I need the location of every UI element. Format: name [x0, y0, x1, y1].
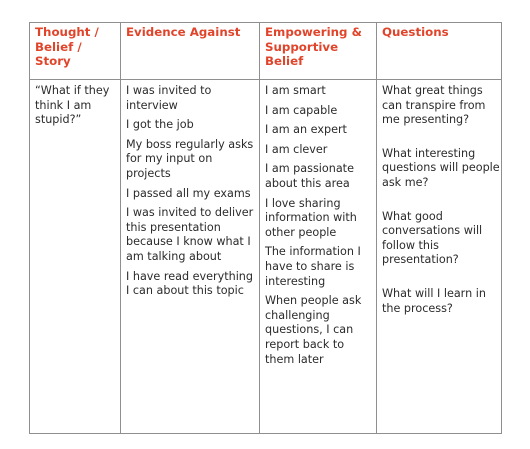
content-row: “What if they think I am stupid?” I was …	[29, 79, 502, 434]
evidence-item: I got the job	[126, 118, 194, 132]
beliefs-item: I am clever	[265, 142, 328, 156]
beliefs-item: I am capable	[265, 103, 338, 117]
evidence-item: I was invited to deliver this presentati…	[126, 206, 254, 263]
header-evidence-against: Evidence Against	[120, 22, 260, 80]
evidence-item: I passed all my exams	[126, 186, 251, 200]
beliefs-item: When people ask challenging questions, I…	[265, 294, 362, 366]
thought-cell: “What if they think I am stupid?”	[29, 79, 121, 434]
questions-item: What interesting questions will people a…	[382, 146, 500, 189]
questions-item: What good conversations will follow this…	[382, 209, 483, 267]
questions-cell: What great things can transpire from me …	[376, 79, 502, 434]
header-row: Thought / Belief / Story Evidence Agains…	[29, 22, 502, 80]
belief-worksheet-table: Thought / Belief / Story Evidence Agains…	[29, 22, 502, 434]
evidence-item: My boss regularly asks for my input on p…	[126, 137, 254, 180]
header-empowering-belief: Empowering & Supportive Belief	[259, 22, 377, 80]
beliefs-item: I am passionate about this area	[265, 162, 354, 190]
beliefs-cell: I am smart I am capable I am an expert I am…	[259, 79, 377, 434]
beliefs-item: I am an expert	[265, 123, 347, 137]
header-thought: Thought / Belief / Story	[29, 22, 121, 80]
questions-item: What great things can transpire from me …	[382, 84, 486, 127]
questions-item: What will I learn in the process?	[382, 286, 486, 315]
beliefs-item: I love sharing information with other pe…	[265, 196, 357, 239]
beliefs-item: The information I have to share is inter…	[265, 245, 361, 288]
thought-item: “What if they think I am stupid?”	[35, 84, 110, 127]
evidence-item: I have read everything I can about this …	[126, 269, 253, 298]
header-questions: Questions	[376, 22, 502, 80]
evidence-item: I was invited to interview	[126, 84, 212, 112]
beliefs-item: I am smart	[265, 84, 326, 97]
